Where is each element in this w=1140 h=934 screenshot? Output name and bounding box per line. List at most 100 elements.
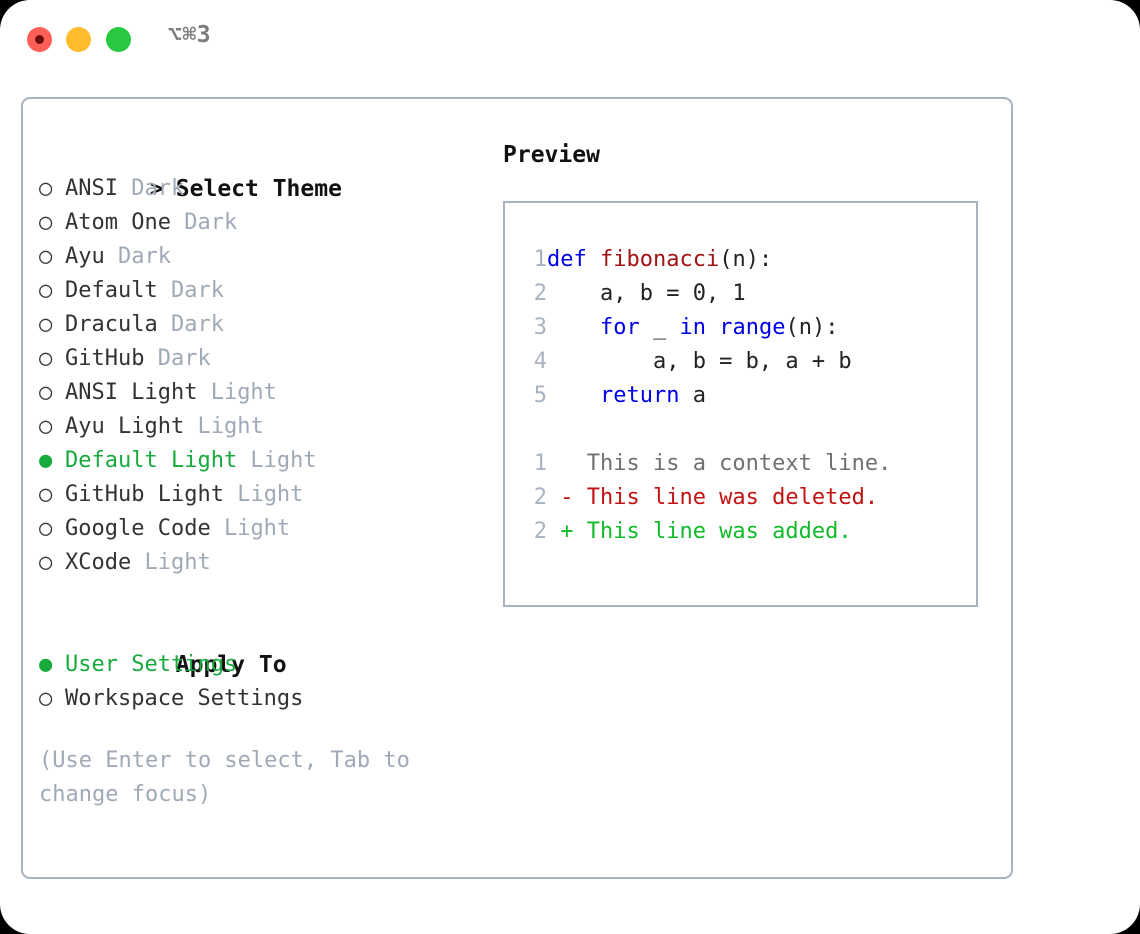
theme-name-label: ANSI Light [65, 380, 198, 405]
code-token: range [719, 315, 786, 340]
code-token: a, b = b, a + b [547, 349, 852, 374]
code-token: fibonacci [600, 247, 720, 272]
line-number: 1 [533, 247, 547, 272]
radio-unselected-icon[interactable]: ○ [39, 414, 66, 439]
radio-unselected-icon[interactable]: ○ [39, 686, 66, 711]
radio-unselected-icon[interactable]: ○ [39, 244, 66, 269]
theme-category-label: Light [210, 516, 291, 541]
close-button[interactable] [27, 27, 52, 52]
theme-name-label: Ayu Light [65, 414, 185, 439]
code-token: a, b = 0, 1 [547, 281, 746, 306]
apply-to-label: User Settings [65, 652, 238, 677]
line-number: 2 [533, 281, 547, 306]
theme-category-label: Light [223, 482, 304, 507]
line-number: 3 [533, 315, 547, 340]
theme-list-item[interactable]: ○ ANSI Light Light [39, 376, 489, 410]
code-token [547, 383, 600, 408]
radio-unselected-icon[interactable]: ○ [39, 312, 66, 337]
code-token: a [679, 383, 706, 408]
apply-to-list[interactable]: ● User Settings○ Workspace Settings [39, 648, 489, 716]
diff-line: 2 - This line was deleted. [519, 481, 891, 515]
title-bar: ⌥⌘3 [0, 0, 1140, 78]
theme-name-label: GitHub [65, 346, 145, 371]
code-diff-separator [519, 413, 891, 447]
theme-list-item[interactable]: ○ Default Dark [39, 274, 489, 308]
theme-category-label: Dark [117, 176, 185, 201]
radio-unselected-icon[interactable]: ○ [39, 278, 66, 303]
line-number: 2 [533, 519, 547, 544]
keyboard-shortcut-label: ⌥⌘3 [168, 22, 212, 48]
code-token: (n): [785, 315, 839, 340]
theme-list-header-label: Select Theme [175, 176, 342, 202]
code-token: in [679, 315, 706, 340]
radio-unselected-icon[interactable]: ○ [39, 346, 66, 371]
theme-list-item[interactable]: ● Default Light Light [39, 444, 489, 478]
theme-category-label: Light [184, 414, 264, 439]
theme-name-label: Default [65, 278, 158, 303]
theme-name-label: GitHub Light [65, 482, 224, 507]
code-token: + This line was added. [547, 519, 852, 544]
radio-unselected-icon[interactable]: ○ [39, 516, 66, 541]
theme-category-label: Dark [144, 346, 211, 371]
theme-list-item[interactable]: ○ Google Code Light [39, 512, 489, 546]
theme-category-label: Light [131, 550, 211, 575]
radio-selected-icon[interactable]: ● [39, 652, 66, 677]
code-token: for [599, 315, 640, 340]
theme-name-label: ANSI [65, 176, 118, 201]
theme-selector-panel: >Select Theme ○ ANSI Dark○ Atom One Dark… [21, 97, 1013, 879]
code-line: 3 for _ in range(n): [519, 311, 891, 345]
radio-unselected-icon[interactable]: ○ [39, 176, 66, 201]
theme-list-item[interactable]: ○ Dracula Dark [39, 308, 489, 342]
code-token: This is a context line. [547, 451, 892, 476]
theme-category-label: Dark [157, 278, 224, 303]
apply-to-header-label: Apply To [175, 652, 287, 678]
prompt-caret-icon: > [149, 176, 164, 202]
theme-name-label: XCode [65, 550, 132, 575]
theme-category-label: Light [197, 380, 277, 405]
theme-list-header: > Select Theme [39, 138, 489, 202]
theme-name-label: Ayu [65, 244, 105, 269]
apply-to-item[interactable]: ● User Settings [39, 648, 489, 682]
theme-name-label: Atom One [65, 210, 171, 235]
diff-line: 2 + This line was added. [519, 515, 891, 549]
minimize-button[interactable] [66, 27, 91, 52]
code-token: return [599, 383, 680, 408]
apply-to-header: Apply To [39, 614, 489, 678]
line-number: 4 [533, 349, 547, 374]
line-number: 5 [533, 383, 547, 408]
code-token: (n): [719, 247, 773, 272]
maximize-button[interactable] [106, 27, 131, 52]
theme-category-label: Dark [157, 312, 224, 337]
code-token [706, 315, 719, 340]
theme-list-item[interactable]: ○ Ayu Light Light [39, 410, 489, 444]
radio-unselected-icon[interactable]: ○ [39, 550, 66, 575]
theme-list-item[interactable]: ○ Ayu Dark [39, 240, 489, 274]
theme-list-item[interactable]: ○ GitHub Light Light [39, 478, 489, 512]
list-spacer [39, 580, 489, 614]
radio-selected-icon[interactable]: ● [39, 448, 66, 473]
theme-category-label: Dark [104, 244, 171, 269]
code-token: _ [639, 315, 680, 340]
preview-title: Preview [503, 142, 600, 168]
theme-list-item[interactable]: ○ GitHub Dark [39, 342, 489, 376]
code-token [587, 247, 600, 272]
radio-unselected-icon[interactable]: ○ [39, 380, 66, 405]
code-line: 2 a, b = 0, 1 [519, 277, 891, 311]
code-token: def [547, 247, 587, 272]
theme-category-label: Light [237, 448, 317, 473]
theme-name-label: Default Light [65, 448, 238, 473]
theme-list[interactable]: ○ ANSI Dark○ Atom One Dark○ Ayu Dark○ De… [39, 172, 489, 580]
theme-category-label: Dark [170, 210, 238, 235]
theme-name-label: Google Code [65, 516, 211, 541]
theme-list-item[interactable]: ○ ANSI Dark [39, 172, 489, 206]
theme-name-label: Dracula [65, 312, 158, 337]
apply-to-item[interactable]: ○ Workspace Settings [39, 682, 489, 716]
radio-unselected-icon[interactable]: ○ [39, 210, 66, 235]
line-number: 2 [533, 485, 547, 510]
radio-unselected-icon[interactable]: ○ [39, 482, 66, 507]
theme-list-item[interactable]: ○ XCode Light [39, 546, 489, 580]
keyboard-hint-text: (Use Enter to select, Tab to change focu… [39, 748, 410, 807]
theme-list-item[interactable]: ○ Atom One Dark [39, 206, 489, 240]
